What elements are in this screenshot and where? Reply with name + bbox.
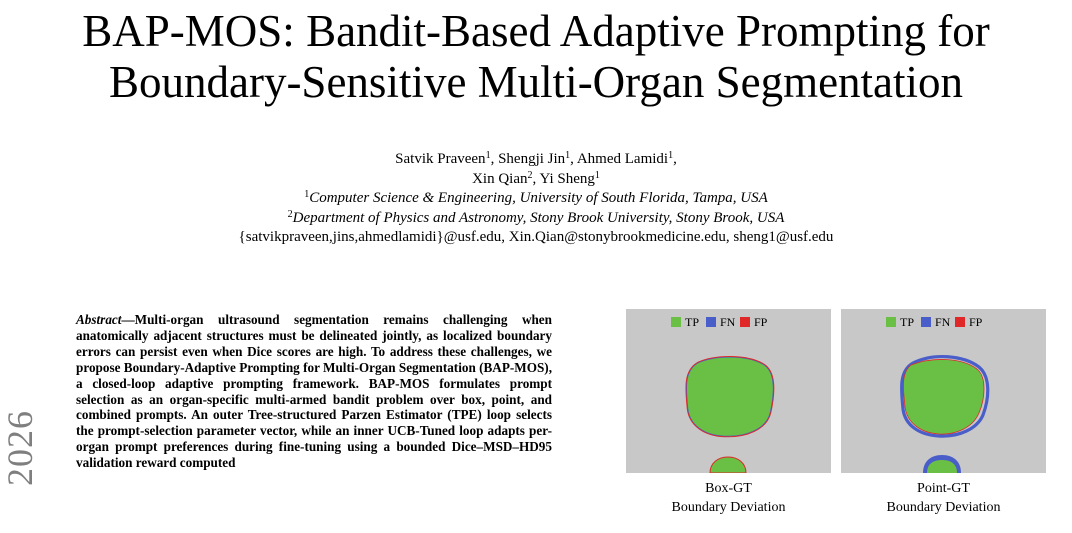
author-sep: ,	[570, 151, 577, 167]
legend-swatch-tp	[671, 317, 681, 327]
tp-region-organ-2	[709, 456, 747, 473]
title-line-1: BAP-MOS: Bandit-Based Adaptive Prompting…	[82, 6, 990, 56]
author-name: Ahmed Lamidi	[576, 151, 669, 167]
figure-caption: Point-GT Boundary Deviation	[841, 479, 1046, 517]
tp-region-organ-1	[902, 359, 985, 435]
affiliation-2: 2Department of Physics and Astronomy, St…	[0, 209, 1072, 229]
legend-label-tp: TP	[900, 315, 914, 329]
caption-line-2: Boundary Deviation	[886, 500, 1001, 515]
segmentation-image-box-gt: TP FN FP	[626, 309, 831, 473]
affiliation-text: Computer Science & Engineering, Universi…	[309, 190, 768, 206]
affiliation-sup: 2	[287, 208, 293, 220]
paper-title: BAP-MOS: Bandit-Based Adaptive Prompting…	[0, 6, 1072, 108]
legend-swatch-fp	[955, 317, 965, 327]
legend-swatch-tp	[886, 317, 896, 327]
caption-line-1: Point-GT	[917, 481, 970, 496]
legend-swatch-fn	[921, 317, 931, 327]
fn-boundary	[899, 355, 990, 438]
author-sep: ,	[673, 151, 677, 167]
affiliation-text: Department of Physics and Astronomy, Sto…	[292, 209, 785, 226]
author-sup: 1	[565, 150, 571, 161]
author-sep: ,	[532, 170, 540, 187]
legend-swatch-fp	[740, 317, 750, 327]
author-sup: 1	[668, 150, 674, 161]
author-name: Satvik Praveen	[395, 151, 486, 167]
author-line-1: Satvik Praveen1, Shengji Jin1, Ahmed Lam…	[0, 150, 1072, 170]
legend-label-tp: TP	[685, 315, 699, 329]
abstract-text: Multi-organ ultrasound segmentation rema…	[76, 312, 552, 471]
legend-label-fn: FN	[935, 315, 951, 329]
legend-label-fp: FP	[754, 315, 768, 329]
affiliation-sup: 1	[304, 189, 310, 200]
figure-panel-box-gt: TP FN FP Box-GT Boundary Deviation	[626, 309, 831, 517]
legend: TP FN FP	[886, 315, 983, 329]
figure-panel-point-gt: TP FN FP Point-GT Boundary Deviation	[841, 309, 1046, 517]
abstract-label: Abstract	[76, 312, 122, 327]
affiliation-1: 1Computer Science & Engineering, Univers…	[0, 189, 1072, 209]
author-sup: 1	[485, 150, 491, 161]
abstract: Abstract—Multi-organ ultrasound segmenta…	[76, 312, 552, 471]
figure-caption: Box-GT Boundary Deviation	[626, 479, 831, 517]
caption-line-1: Box-GT	[705, 481, 752, 496]
arxiv-sidebar-year: 2026	[0, 410, 40, 486]
author-sup: 2	[527, 169, 533, 181]
legend: TP FN FP	[671, 315, 768, 329]
tp-region-organ-1	[686, 356, 774, 437]
author-sep: ,	[490, 151, 499, 167]
author-line-2: Xin Qian2, Yi Sheng1	[0, 170, 1072, 190]
author-block: Satvik Praveen1, Shengji Jin1, Ahmed Lam…	[0, 150, 1072, 248]
author-name: Yi Sheng	[539, 170, 595, 187]
author-name: Shengji Jin	[498, 151, 566, 167]
legend-label-fp: FP	[969, 315, 983, 329]
abstract-dash: —	[121, 312, 135, 327]
legend-swatch-fn	[706, 317, 716, 327]
caption-line-2: Boundary Deviation	[671, 500, 786, 515]
author-sup: 1	[594, 169, 600, 181]
legend-label-fn: FN	[720, 315, 736, 329]
author-emails: {satvikpraveen,jins,ahmedlamidi}@usf.edu…	[238, 229, 834, 245]
title-line-2: Boundary-Sensitive Multi-Organ Segmentat…	[108, 57, 964, 107]
segmentation-image-point-gt: TP FN FP	[841, 309, 1046, 473]
author-name: Xin Qian	[472, 170, 528, 187]
tp-region-organ-2	[927, 460, 957, 473]
